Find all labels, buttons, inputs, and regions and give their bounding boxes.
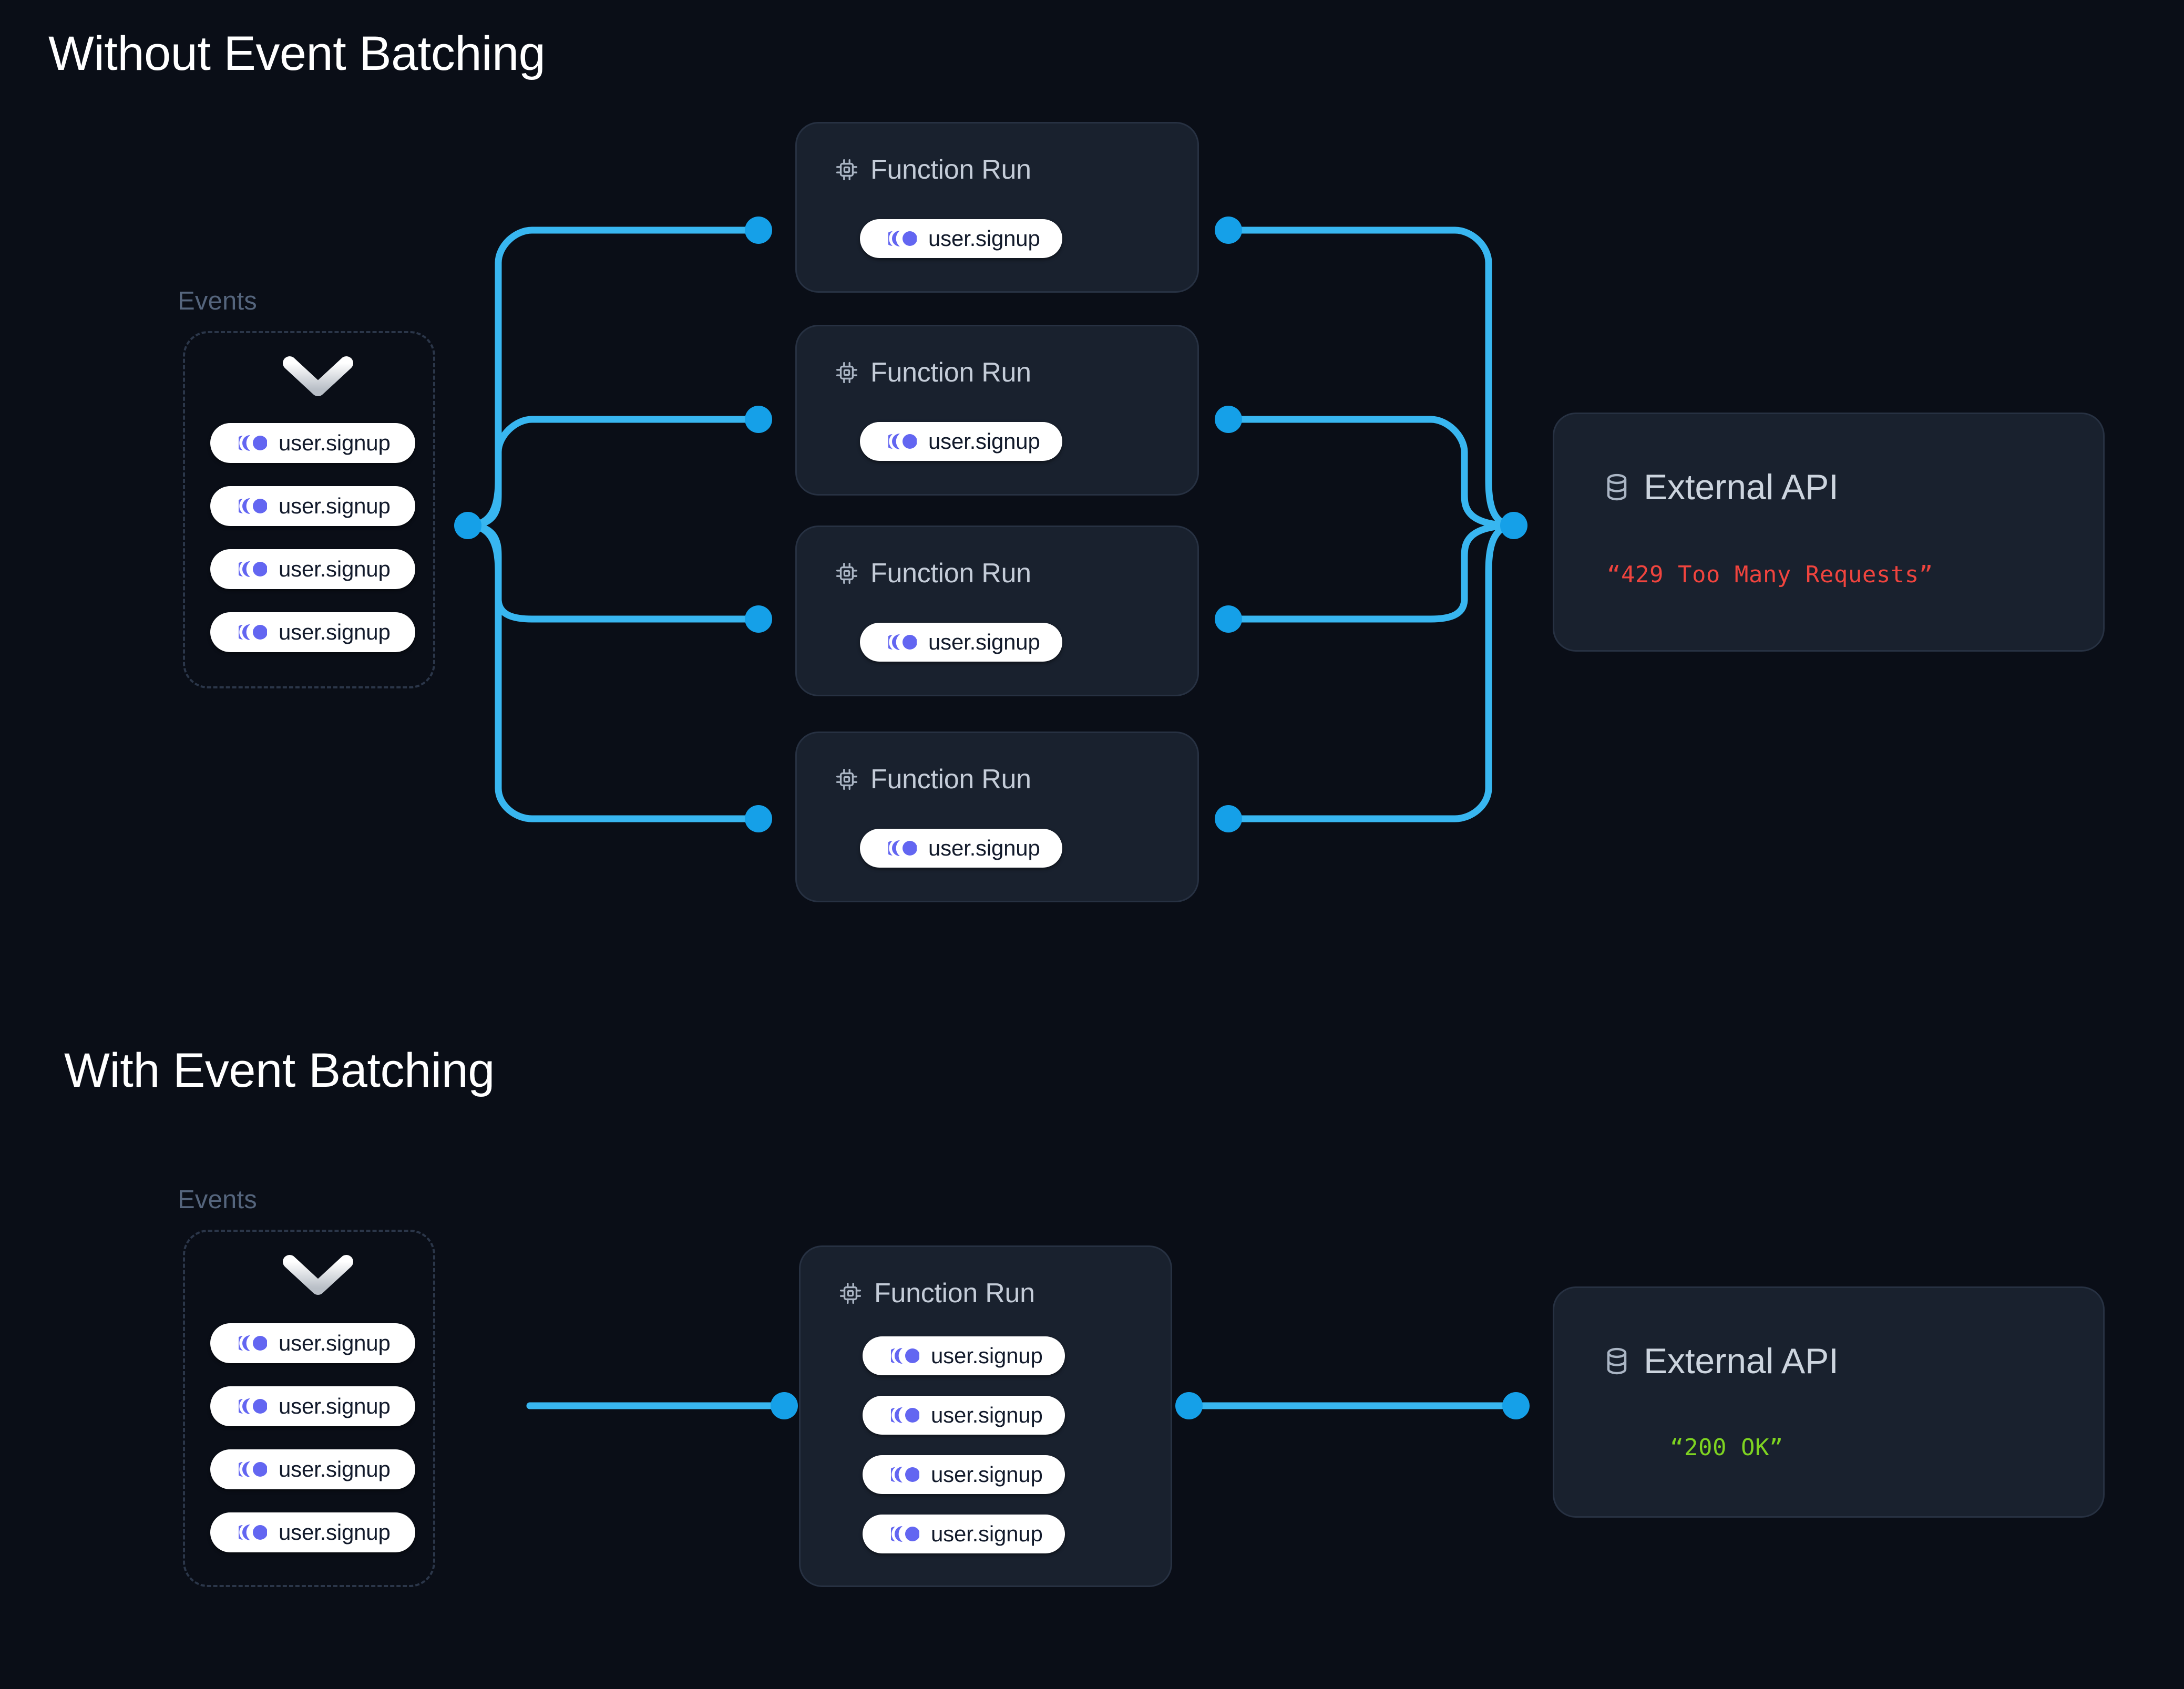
event-motion-icon xyxy=(888,434,917,449)
event-pill-label: user.signup xyxy=(279,1331,391,1355)
event-pill-label: user.signup xyxy=(931,1462,1043,1487)
event-motion-icon xyxy=(239,1461,267,1477)
database-icon xyxy=(1607,1347,1627,1375)
event-motion-icon xyxy=(888,634,917,650)
event-pill-label: user.signup xyxy=(928,836,1040,860)
event-pill-label: user.signup xyxy=(279,1520,391,1544)
event-pill-label: user.signup xyxy=(279,430,391,455)
card-header: Function Run xyxy=(834,156,1031,183)
event-pill[interactable]: user.signup xyxy=(863,1515,1065,1553)
card-title: External API xyxy=(1644,467,1839,507)
cpu-chip-icon xyxy=(836,769,857,790)
event-pill[interactable]: user.signup xyxy=(210,549,415,589)
card-title: External API xyxy=(1644,1341,1839,1381)
card-header: Function Run xyxy=(834,560,1031,587)
event-pill[interactable]: user.signup xyxy=(210,486,415,526)
event-pill-label: user.signup xyxy=(931,1403,1043,1427)
edge-node-dot xyxy=(1500,512,1527,539)
function-run-card[interactable]: Function Run user.signup xyxy=(795,122,1199,293)
edge-node-dot xyxy=(1502,1392,1530,1419)
card-header: Function Run xyxy=(837,1280,1035,1307)
event-pill[interactable]: user.signup xyxy=(210,423,415,463)
event-pill[interactable]: user.signup xyxy=(210,1449,415,1489)
section-title-without-batching: Without Event Batching xyxy=(48,27,546,80)
event-pill[interactable]: user.signup xyxy=(860,219,1062,258)
event-pill-label: user.signup xyxy=(279,1394,391,1418)
edge-node-dot xyxy=(745,805,772,832)
cpu-chip-icon xyxy=(836,362,857,383)
event-pill-label: user.signup xyxy=(928,630,1040,654)
event-pill-label: user.signup xyxy=(279,493,391,518)
card-title: Function Run xyxy=(870,357,1031,388)
event-motion-icon xyxy=(891,1407,919,1423)
event-motion-icon xyxy=(239,624,267,640)
chevron-down-icon xyxy=(283,1255,353,1295)
event-motion-icon xyxy=(239,1398,267,1414)
event-motion-icon xyxy=(239,1525,267,1540)
event-pill[interactable]: user.signup xyxy=(860,829,1062,868)
event-pill[interactable]: user.signup xyxy=(860,623,1062,662)
edge-node-dot xyxy=(771,1392,798,1419)
event-pill[interactable]: user.signup xyxy=(210,1386,415,1426)
event-pill[interactable]: user.signup xyxy=(863,1396,1065,1435)
event-motion-icon xyxy=(891,1526,919,1542)
event-pill-label: user.signup xyxy=(928,429,1040,454)
card-header: Function Run xyxy=(834,766,1031,793)
event-pill[interactable]: user.signup xyxy=(863,1455,1065,1494)
event-pill-label: user.signup xyxy=(279,620,391,644)
card-title: Function Run xyxy=(870,558,1031,589)
event-pill-label: user.signup xyxy=(931,1343,1043,1368)
events-group-with xyxy=(183,1230,435,1587)
edge-node-dot xyxy=(745,605,772,633)
event-pill-label: user.signup xyxy=(931,1521,1043,1546)
external-api-card[interactable]: External API “429 Too Many Requests” xyxy=(1553,413,2105,652)
function-run-card[interactable]: Function Run user.signup xyxy=(795,732,1199,902)
event-motion-icon xyxy=(888,231,917,246)
function-run-card[interactable]: Function Run user.signup xyxy=(795,526,1199,696)
events-group-without xyxy=(183,331,435,688)
event-pill-label: user.signup xyxy=(279,557,391,581)
card-title: Function Run xyxy=(874,1278,1035,1309)
status-badge: “200 OK” xyxy=(1670,1434,1783,1461)
section-title-with-batching: With Event Batching xyxy=(64,1044,495,1097)
edge-node-dot xyxy=(1215,805,1242,832)
database-icon xyxy=(1607,473,1627,501)
event-pill-label: user.signup xyxy=(279,1457,391,1481)
event-pill[interactable]: user.signup xyxy=(210,1323,415,1363)
edge-node-dot xyxy=(745,217,772,244)
card-header: Function Run xyxy=(834,359,1031,386)
event-motion-icon xyxy=(891,1467,919,1482)
function-run-card[interactable]: Function Run user.signup user.signup xyxy=(799,1245,1172,1587)
cpu-chip-icon xyxy=(840,1283,861,1304)
event-pill[interactable]: user.signup xyxy=(860,422,1062,461)
external-api-card[interactable]: External API “200 OK” xyxy=(1553,1286,2105,1518)
event-pill[interactable]: user.signup xyxy=(210,612,415,652)
cpu-chip-icon xyxy=(836,563,857,584)
status-badge: “429 Too Many Requests” xyxy=(1607,561,1933,588)
cpu-chip-icon xyxy=(836,159,857,180)
event-pill-label: user.signup xyxy=(928,226,1040,251)
card-header: External API xyxy=(1601,1343,1839,1379)
events-label-with: Events xyxy=(178,1186,257,1214)
edge-node-dot xyxy=(1215,217,1242,244)
function-run-card[interactable]: Function Run user.signup xyxy=(795,325,1199,496)
card-header: External API xyxy=(1601,469,1839,505)
event-motion-icon xyxy=(239,1335,267,1351)
event-motion-icon xyxy=(891,1348,919,1364)
edge-node-dot xyxy=(745,406,772,433)
event-motion-icon xyxy=(888,840,917,856)
event-motion-icon xyxy=(239,498,267,514)
event-pill[interactable]: user.signup xyxy=(210,1512,415,1552)
chevron-down-icon xyxy=(283,356,353,396)
edge-node-dot xyxy=(1175,1392,1203,1419)
events-label-without: Events xyxy=(178,287,257,315)
card-title: Function Run xyxy=(870,155,1031,185)
edge-node-dot xyxy=(454,512,481,539)
edge-node-dot xyxy=(1215,406,1242,433)
event-motion-icon xyxy=(239,435,267,451)
event-pill[interactable]: user.signup xyxy=(863,1336,1065,1375)
event-motion-icon xyxy=(239,561,267,577)
edge-node-dot xyxy=(1215,605,1242,633)
card-title: Function Run xyxy=(870,764,1031,795)
